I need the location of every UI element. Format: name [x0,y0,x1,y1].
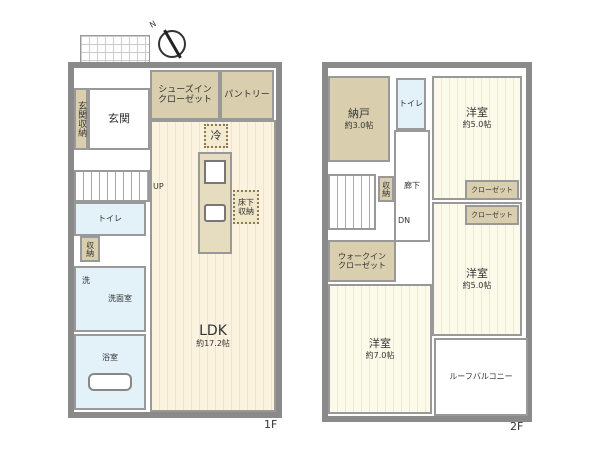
room-toilet-2f: トイレ [396,78,426,130]
closet-2: クローゼット [465,205,519,225]
walk-in-closet: ウォークイン クローゼット [328,240,396,282]
stairs-1f [74,170,150,202]
bathtub-icon [88,372,132,391]
washer-label: 洗 [82,276,90,285]
stairs-2f [328,174,376,230]
nando-size: 約3.0帖 [344,120,374,130]
bedroom-2-size: 約5.0帖 [462,280,492,290]
sink-icon [204,204,226,222]
room-washroom: 洗 洗面室 [74,266,146,332]
compass-needle-icon [163,29,182,59]
kitchen-counter [198,152,232,254]
stove-icon [204,160,226,184]
floor1-label: 1F [264,418,278,431]
ldk-label: LDK [199,323,227,340]
bedroom-3-label: 洋室 [369,337,391,351]
room-storage-2f: 収納 [378,176,394,202]
room-bath: 浴室 [74,334,146,410]
roof-balcony: ルーフバルコニー [434,338,528,416]
bedroom-3-size: 約7.0帖 [365,350,395,360]
room-genkan-storage: 玄関収納 [74,88,88,150]
room-storage-1f: 収納 [80,236,100,262]
fridge-space: 冷 [204,124,228,148]
stairs-down-label: DN [398,216,411,225]
bedroom-2-label: 洋室 [466,267,488,281]
compass [158,29,186,59]
ldk-size: 約17.2帖 [196,339,230,349]
room-pantry: パントリー [220,70,274,120]
stairs-up-label: UP [153,182,164,191]
nando-label: 納戸 [348,107,370,121]
bath-label: 浴室 [102,353,118,363]
room-nando: 納戸 約3.0帖 [328,76,390,162]
floor2-label: 2F [510,420,524,433]
room-bedroom-3: 洋室 約7.0帖 [328,284,432,414]
compass-north-label: N [148,19,158,30]
room-genkan: 玄関 [88,88,150,150]
bedroom-1-label: 洋室 [466,106,488,120]
room-shoe-closet: シューズイン クローゼット [150,70,220,120]
underfloor-storage: 床下 収納 [233,190,259,224]
washroom-label: 洗面室 [108,294,132,304]
bedroom-1-size: 約5.0帖 [462,119,492,129]
closet-1: クローゼット [465,180,519,200]
hallway-2f: 廊下 [394,130,430,242]
room-toilet-1f: トイレ [74,202,146,236]
